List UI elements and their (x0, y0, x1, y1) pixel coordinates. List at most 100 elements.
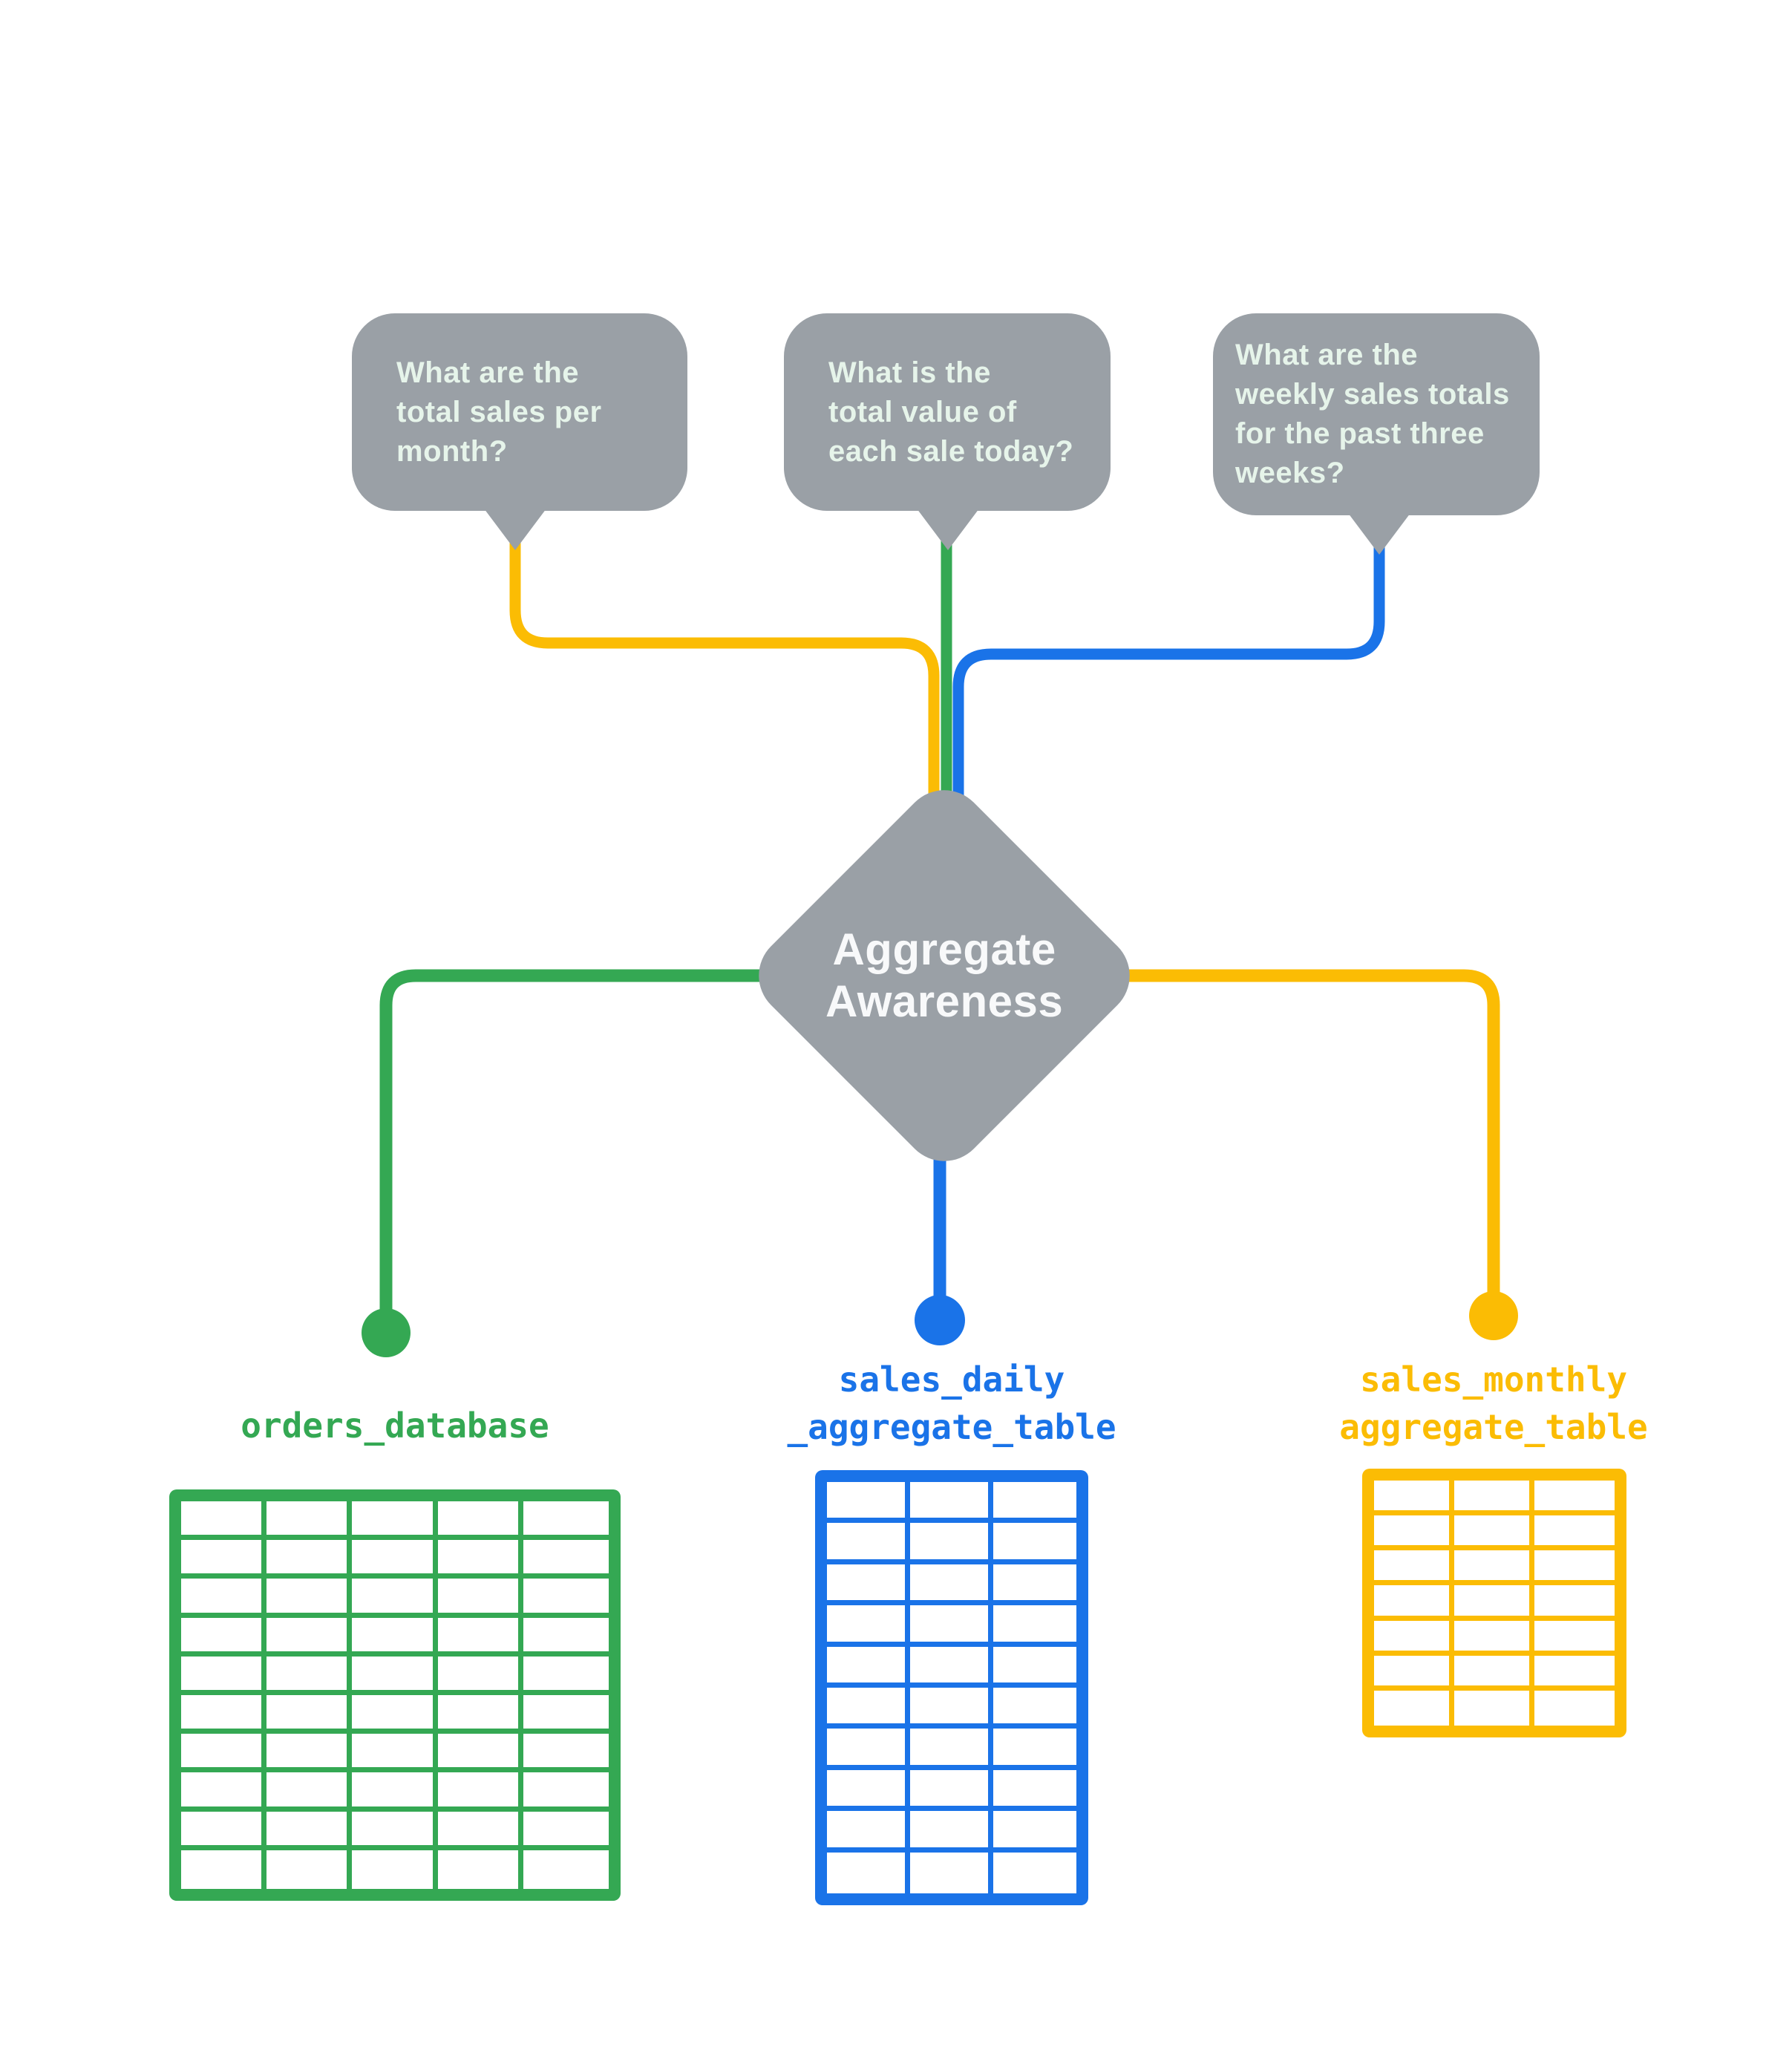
table-cell (993, 1605, 1076, 1647)
table-cell (1374, 1585, 1454, 1621)
table-cell (437, 1695, 523, 1734)
table-cell (827, 1729, 910, 1770)
table-cell (352, 1811, 438, 1850)
table-cell (266, 1501, 353, 1541)
orders-database-table-grid (169, 1489, 621, 1901)
table-cell (352, 1850, 438, 1889)
table-cell (1534, 1691, 1615, 1726)
table-cell (523, 1501, 609, 1541)
table-cell (523, 1772, 609, 1812)
weekly-question-connector-line (952, 544, 1385, 854)
table-cell (181, 1734, 267, 1773)
table-cell (437, 1656, 523, 1695)
table-cell (1374, 1515, 1454, 1551)
table-cell (266, 1695, 353, 1734)
table-cell (438, 1850, 523, 1889)
table-cell (437, 1617, 523, 1657)
table-cell (1374, 1690, 1454, 1726)
sales-daily-aggregate-table-label: sales_daily _aggregate_table (787, 1360, 1116, 1447)
table-cell (437, 1540, 523, 1579)
table-cell (181, 1811, 267, 1850)
table-cell (266, 1617, 353, 1657)
monthly-sales-question-text: What are the total sales per month? (396, 356, 602, 468)
table-cell (910, 1523, 993, 1564)
table-cell (827, 1482, 910, 1524)
monthly-question-connector-line (509, 541, 940, 854)
table-cell (266, 1772, 353, 1812)
table-cell (181, 1772, 267, 1812)
table-cell (1534, 1621, 1615, 1656)
table-cell (827, 1769, 910, 1812)
table-cell (266, 1656, 353, 1695)
table-cell (523, 1618, 609, 1657)
table-cell (437, 1579, 523, 1618)
table-cell (1454, 1515, 1534, 1551)
table-cell (181, 1501, 267, 1541)
monthly-aggregate-connector-line (1065, 969, 1500, 1316)
table-cell (1534, 1515, 1615, 1551)
orders-database-connector-line (379, 969, 824, 1333)
table-cell (910, 1605, 993, 1647)
table-cell (266, 1811, 353, 1850)
table-cell (1454, 1550, 1534, 1586)
table-cell (266, 1579, 353, 1618)
table-cell (993, 1647, 1076, 1688)
table-cell (523, 1695, 609, 1734)
table-cell (523, 1579, 609, 1618)
table-cell (827, 1852, 910, 1893)
table-cell (437, 1811, 523, 1850)
sales-daily-aggregate-table-grid (815, 1470, 1088, 1905)
table-cell (910, 1646, 993, 1688)
table-cell (827, 1605, 910, 1647)
table-cell (181, 1656, 267, 1695)
table-cell (181, 1579, 267, 1618)
orders-database-label: orders_database (241, 1406, 549, 1446)
daily-aggregate-endpoint-dot (915, 1295, 965, 1345)
table-cell (1454, 1585, 1534, 1621)
table-cell (993, 1564, 1076, 1606)
table-cell (352, 1579, 438, 1618)
table-cell (1374, 1481, 1454, 1516)
table-cell (437, 1772, 523, 1812)
table-cell (181, 1617, 267, 1657)
table-cell (910, 1852, 993, 1893)
table-cell (523, 1657, 609, 1695)
table-cell (1374, 1550, 1454, 1586)
daily-sales-question-text: What is the total value of each sale tod… (828, 356, 1074, 468)
table-cell (1534, 1656, 1615, 1691)
table-cell (1534, 1585, 1615, 1621)
speech-bubble-weekly-sales-question: What are the weekly sales totals for the… (1213, 313, 1540, 555)
table-cell (523, 1540, 609, 1579)
table-cell (910, 1688, 993, 1729)
table-cell (1454, 1690, 1534, 1726)
orders-database-endpoint-dot (362, 1308, 411, 1357)
table-cell (827, 1564, 910, 1606)
weekly-sales-question-text: What are the weekly sales totals for the… (1235, 339, 1510, 489)
table-cell (352, 1501, 438, 1541)
table-cell (352, 1695, 438, 1734)
table-cell (993, 1729, 1076, 1770)
table-cell (437, 1501, 523, 1541)
table-cell (993, 1770, 1076, 1812)
table-cell (827, 1523, 910, 1564)
speech-bubble-daily-sales-question: What is the total value of each sale tod… (784, 313, 1111, 550)
table-cell (910, 1811, 993, 1853)
table-cell (1534, 1550, 1615, 1586)
table-cell (266, 1850, 353, 1889)
table-cell (993, 1523, 1076, 1564)
table-cell (827, 1646, 910, 1688)
table-cell (1454, 1655, 1534, 1691)
sales-monthly-aggregate-table-grid (1362, 1469, 1626, 1737)
table-cell (1374, 1620, 1454, 1656)
table-cell (352, 1540, 438, 1579)
speech-bubble-monthly-sales-question: What are the total sales per month? (352, 313, 687, 550)
table-cell (1534, 1481, 1615, 1516)
table-cell (181, 1695, 267, 1734)
monthly-aggregate-endpoint-dot (1469, 1291, 1518, 1340)
table-cell (352, 1656, 438, 1695)
table-cell (910, 1564, 993, 1606)
table-cell (181, 1850, 267, 1889)
table-cell (352, 1617, 438, 1657)
table-cell (266, 1734, 353, 1773)
